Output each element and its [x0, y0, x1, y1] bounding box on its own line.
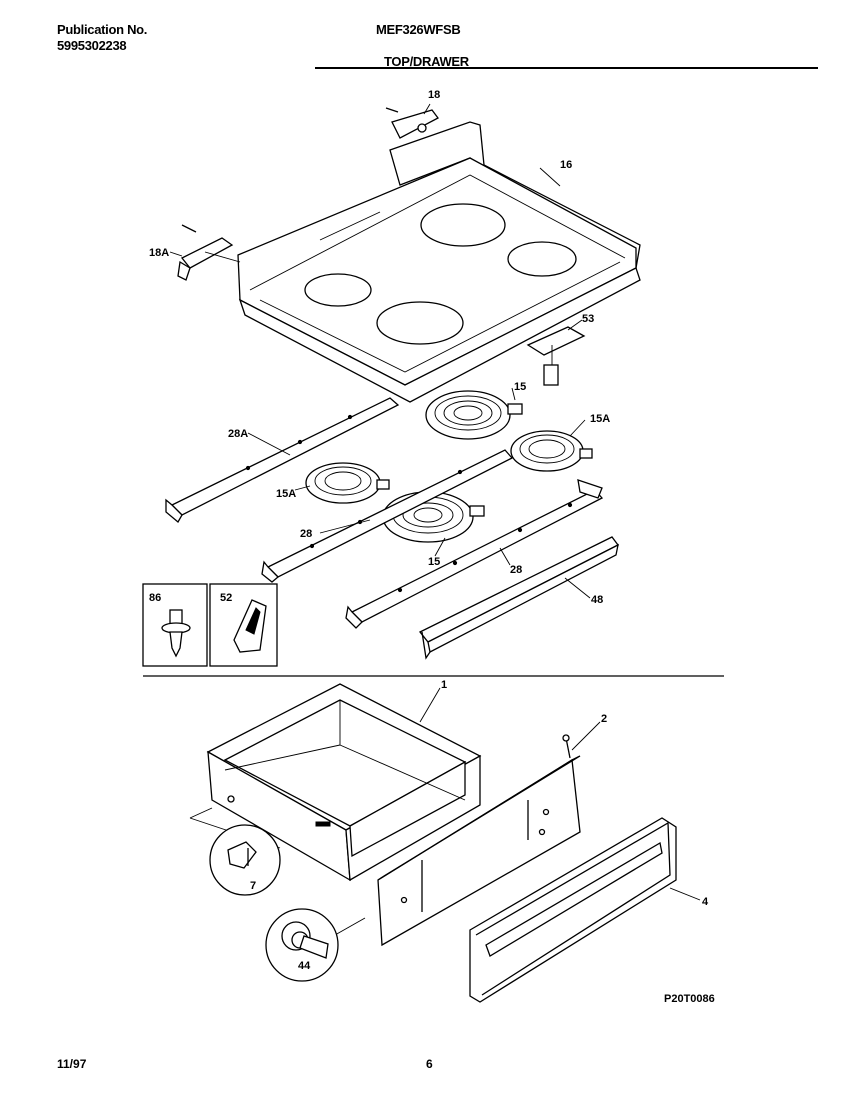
footer-date: 11/97 [57, 1057, 87, 1071]
surface-element-15-bottom [382, 491, 485, 543]
callout-15a-left: 15A [276, 488, 296, 500]
callout-52: 52 [220, 592, 232, 604]
callout-2: 2 [601, 713, 607, 725]
footer-page-number: 6 [426, 1057, 433, 1071]
drawer-body-1 [206, 683, 482, 882]
inset-box-52 [209, 583, 278, 667]
inset-box-86 [142, 583, 208, 667]
callout-15-bottom: 15 [428, 556, 440, 568]
support-rod-28-left [261, 449, 514, 583]
callout-28a: 28A [228, 428, 248, 440]
support-rod-28-right [345, 479, 604, 629]
callout-48: 48 [591, 594, 603, 606]
publication-number: 5995302238 [57, 38, 127, 53]
cooktop-assembly [237, 121, 641, 403]
callout-1: 1 [441, 679, 447, 691]
support-rod-28a [165, 397, 400, 523]
callout-53: 53 [582, 313, 594, 325]
surface-element-15a-left [305, 462, 390, 504]
bracket-18 [385, 103, 439, 139]
infinite-switch-53 [526, 319, 586, 386]
callout-labels: 18 16 18A 53 15 15A 28A 15A 28 15 28 48 … [149, 89, 709, 972]
callout-15a-right: 15A [590, 413, 610, 425]
diagram-code: P20T0086 [664, 993, 715, 1005]
front-trim-48 [418, 536, 619, 660]
callout-28-right: 28 [510, 564, 522, 576]
surface-element-15a-right [510, 430, 593, 472]
callout-18: 18 [428, 89, 440, 101]
drawer-front-4 [469, 817, 677, 1003]
callout-28-left: 28 [300, 528, 312, 540]
leader-lines [189, 167, 701, 936]
inset-circle-44 [265, 908, 339, 982]
callout-15-top: 15 [514, 381, 526, 393]
surface-element-15-top [425, 390, 523, 440]
model-number: MEF326WFSB [376, 22, 461, 37]
header-rule [315, 67, 818, 69]
callout-18a: 18A [149, 247, 169, 259]
drawer-panel-2 [377, 734, 581, 947]
inset-circle-7 [209, 824, 281, 896]
callout-16: 16 [560, 159, 572, 171]
callout-4: 4 [702, 896, 709, 908]
bracket-18a [169, 224, 234, 281]
callout-44: 44 [298, 960, 311, 972]
section-title: TOP/DRAWER [384, 54, 469, 69]
publication-label: Publication No. [57, 22, 148, 37]
callout-86: 86 [149, 592, 161, 604]
callout-7: 7 [250, 880, 256, 892]
